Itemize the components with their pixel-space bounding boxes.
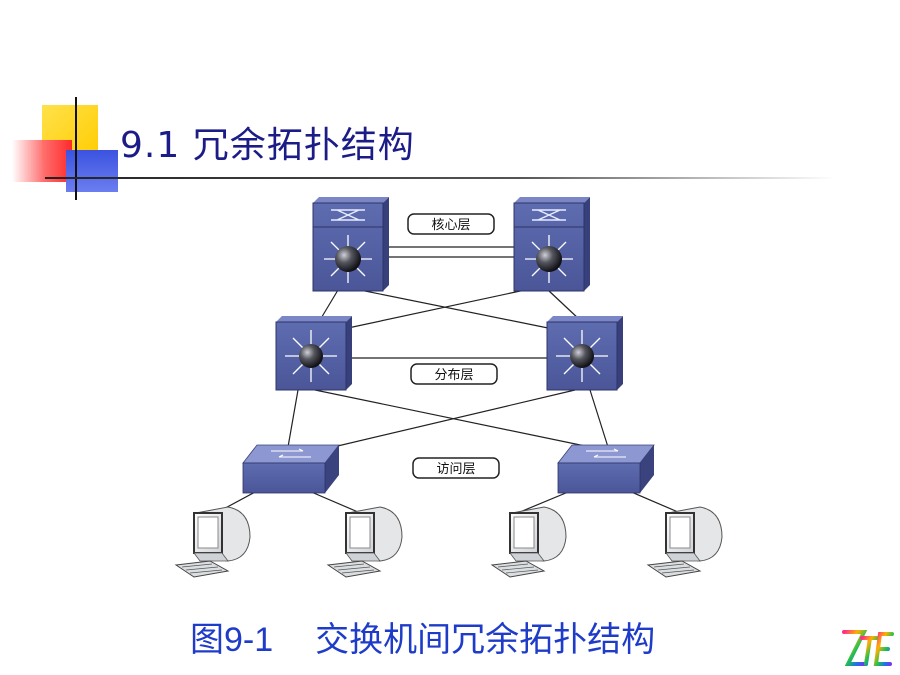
access-switch-left [242, 444, 340, 494]
computer-icon-2 [326, 506, 403, 578]
computer-icon-1 [174, 506, 251, 578]
core-right-to-dist-right [547, 289, 581, 321]
core-layer-text: 核心层 [431, 218, 470, 233]
dist-left-to-access-left [287, 389, 299, 448]
redundant-topology-diagram: 核心层 分布层 [174, 197, 723, 578]
access-switch-right [557, 444, 655, 494]
core-left-to-dist-right [359, 289, 549, 329]
core-right-to-dist-left [347, 289, 526, 329]
figure-caption-text: 交换机间冗余拓扑结构 [315, 620, 656, 660]
title-divider [45, 177, 835, 179]
deco-vertical-line [75, 97, 77, 200]
core-layer-label: 核心层 [407, 213, 495, 235]
distribution-switch-right [546, 316, 623, 391]
distribution-layer-text: 分布层 [434, 368, 473, 383]
computer-icon-3 [490, 506, 567, 578]
deco-blue-square [66, 150, 118, 192]
deco-red-square [12, 140, 72, 182]
page-title: 9.1 冗余拓扑结构 [120, 125, 415, 166]
figure-number: 图9-1 [190, 621, 274, 659]
dist-right-to-access-right [589, 389, 609, 448]
access-layer-text: 访问层 [436, 462, 475, 477]
corner-decoration [0, 0, 130, 205]
access-layer-label: 访问层 [412, 457, 500, 479]
core-switch-right [513, 197, 590, 292]
core-switch-left [312, 197, 389, 292]
links [217, 246, 679, 513]
zte-logo [842, 630, 894, 666]
dist-right-to-access-left [307, 389, 576, 454]
distribution-layer-label: 分布层 [410, 363, 498, 385]
computer-icon-4 [646, 506, 723, 578]
figure-caption: 图9-1 交换机间冗余拓扑结构 [190, 612, 655, 661]
core-left-to-dist-left [319, 289, 339, 321]
distribution-switch-left [275, 316, 352, 391]
